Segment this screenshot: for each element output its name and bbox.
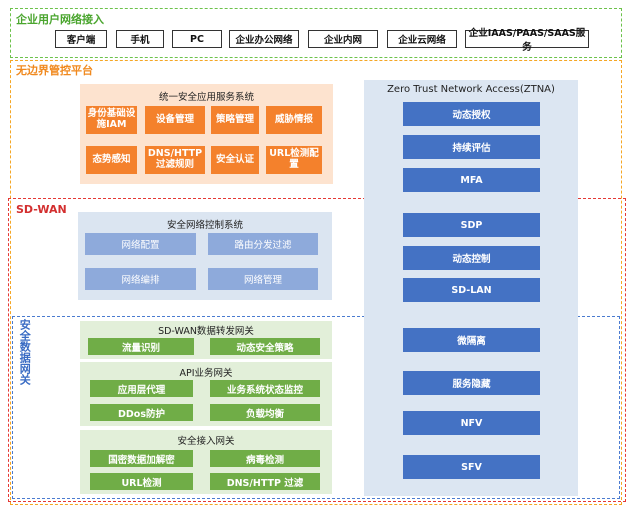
- network-control-orchestration: 网络编排: [85, 268, 196, 290]
- ztna-mfa: MFA: [403, 168, 540, 192]
- ztna-sd-lan: SD-LAN: [403, 278, 540, 302]
- unified-item-threat: 威胁情报: [266, 106, 322, 134]
- ztna-continuous-evaluation: 持续评估: [403, 135, 540, 159]
- ztna-nfv: NFV: [403, 411, 540, 435]
- sdwan-label: SD-WAN: [16, 203, 67, 216]
- api-gateway-title: API业务网关: [179, 368, 233, 379]
- unified-item-url-config: URL检测配置: [266, 146, 322, 174]
- sdwan-gateway-dynamic-policy: 动态安全策略: [210, 338, 320, 355]
- secure-access-title: 安全接入网关: [177, 436, 235, 447]
- unified-item-dns-filter: DNS/HTTP过滤规则: [145, 146, 205, 174]
- access-chip-phone: 手机: [116, 30, 164, 48]
- api-gateway-ddos: DDos防护: [90, 404, 193, 421]
- unified-item-device: 设备管理: [145, 106, 205, 134]
- ztna-dynamic-control: 动态控制: [403, 246, 540, 270]
- access-chip-pc: PC: [172, 30, 222, 48]
- secure-access-virus: 病毒检测: [210, 450, 320, 467]
- ztna-micro-segmentation: 微隔离: [403, 328, 540, 352]
- ztna-sfv: SFV: [403, 455, 540, 479]
- unified-item-auth: 安全认证: [211, 146, 259, 174]
- network-control-management: 网络管理: [208, 268, 318, 290]
- security-gateway-frame: [12, 316, 620, 499]
- unified-title: 统一安全应用服务系统: [158, 92, 254, 103]
- sdwan-frame: [8, 198, 626, 502]
- access-chip-office: 企业办公网络: [229, 30, 299, 48]
- secure-access-url: URL检测: [90, 473, 193, 490]
- borderless-label: 无边界管控平台: [16, 64, 93, 77]
- ztna-service-hiding: 服务隐藏: [403, 371, 540, 395]
- network-control-title: 安全网络控制系统: [166, 220, 243, 231]
- ztna-dynamic-authorization: 动态授权: [403, 102, 540, 126]
- security-gateway-label: 安全数据网关: [17, 319, 31, 385]
- sdwan-gateway-traffic: 流量识别: [88, 338, 194, 355]
- access-chip-cloud: 企业云网络: [387, 30, 457, 48]
- ztna-sdp: SDP: [403, 213, 540, 237]
- access-chip-intranet: 企业内网: [308, 30, 378, 48]
- api-gateway-load-balance: 负载均衡: [210, 404, 320, 421]
- borderless-frame: [10, 60, 622, 505]
- access-chip-saas: 企业IAAS/PAAS/SAAS服务: [465, 28, 589, 53]
- secure-access-dns-http: DNS/HTTP 过滤: [210, 473, 320, 490]
- access-chip-client: 客户端: [55, 30, 107, 48]
- api-gateway-monitor: 业务系统状态监控: [210, 380, 320, 397]
- enterprise-access-label: 企业用户网络接入: [16, 13, 104, 26]
- unified-item-iam: 身份基础设施IAM: [86, 106, 137, 134]
- enterprise-access-frame: [10, 8, 622, 58]
- unified-item-situation: 态势感知: [86, 146, 137, 174]
- network-control-config: 网络配置: [85, 233, 196, 255]
- ztna-title: Zero Trust Network Access(ZTNA): [387, 84, 555, 95]
- api-gateway-proxy: 应用层代理: [90, 380, 193, 397]
- unified-item-policy: 策略管理: [211, 106, 259, 134]
- network-control-route: 路由分发过滤: [208, 233, 318, 255]
- sdwan-gateway-title: SD-WAN数据转发网关: [158, 326, 254, 337]
- secure-access-crypto: 国密数据加解密: [90, 450, 193, 467]
- security-gateway-text: 安全数据网关: [18, 319, 32, 385]
